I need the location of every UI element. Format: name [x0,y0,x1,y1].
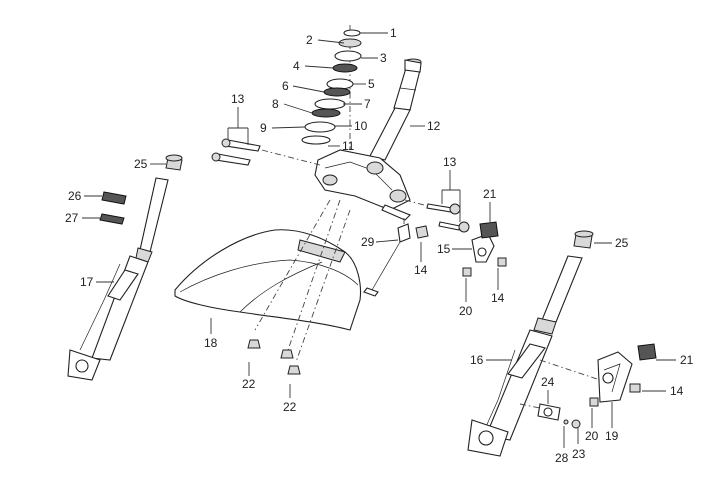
callout-14-right: 14 [491,291,505,305]
steering-stem-assembly [301,25,422,221]
left-fork-leg [67,177,169,381]
left-fork-cap-parts [99,154,183,225]
callout-16: 16 [470,353,484,367]
callout-24: 24 [541,375,555,389]
callout-11: 11 [342,139,355,153]
callout-4: 4 [293,59,300,73]
callout-labels: 1 2 3 4 5 6 7 8 9 10 11 12 13 13 14 14 1… [65,26,694,465]
right-fork-cap [573,230,594,249]
right-fork-leg [467,255,583,457]
callout-7: 7 [364,97,371,111]
callout-9: 9 [260,121,267,135]
callout-8: 8 [272,97,279,111]
callout-14-far-right: 14 [670,384,684,398]
steering-stem [369,58,422,161]
callout-25-right: 25 [615,236,629,250]
callout-25-left: 25 [134,157,148,171]
callout-29: 29 [361,235,375,249]
right-bracket [539,343,657,407]
speed-sensor-parts [519,403,581,429]
center-bracket-parts [415,221,507,277]
callout-18: 18 [204,336,218,350]
callout-20-lower: 20 [585,429,599,443]
clamp-bolts-right [404,199,470,233]
callout-5: 5 [368,77,375,91]
callout-21-top: 21 [483,187,497,201]
callout-14-center: 14 [414,263,428,277]
callout-12: 12 [427,119,441,133]
callout-28: 28 [555,451,569,465]
callout-19: 19 [605,429,619,443]
callout-15: 15 [437,242,451,256]
callout-3: 3 [380,51,387,65]
callout-21-right: 21 [680,353,694,367]
hose-guide [363,218,411,297]
callout-13-left: 13 [231,92,245,106]
lower-triple-clamp [314,149,411,221]
callout-1: 1 [390,26,397,40]
bearing-stack [301,29,362,145]
callout-22-bottom: 22 [283,400,297,414]
callout-17: 17 [80,275,94,289]
leader-lines [82,32,676,448]
callout-20-center: 20 [459,304,473,318]
fender-bolts [247,339,301,375]
callout-10: 10 [354,119,368,133]
callout-6: 6 [282,79,289,93]
clamp-bolts-left [211,138,321,166]
front-fender [174,229,362,331]
callout-2: 2 [306,33,313,47]
callout-13-right: 13 [443,155,457,169]
callout-22-left: 22 [242,377,256,391]
callout-23: 23 [572,447,586,461]
callout-27: 27 [65,211,79,225]
callout-26: 26 [68,189,82,203]
